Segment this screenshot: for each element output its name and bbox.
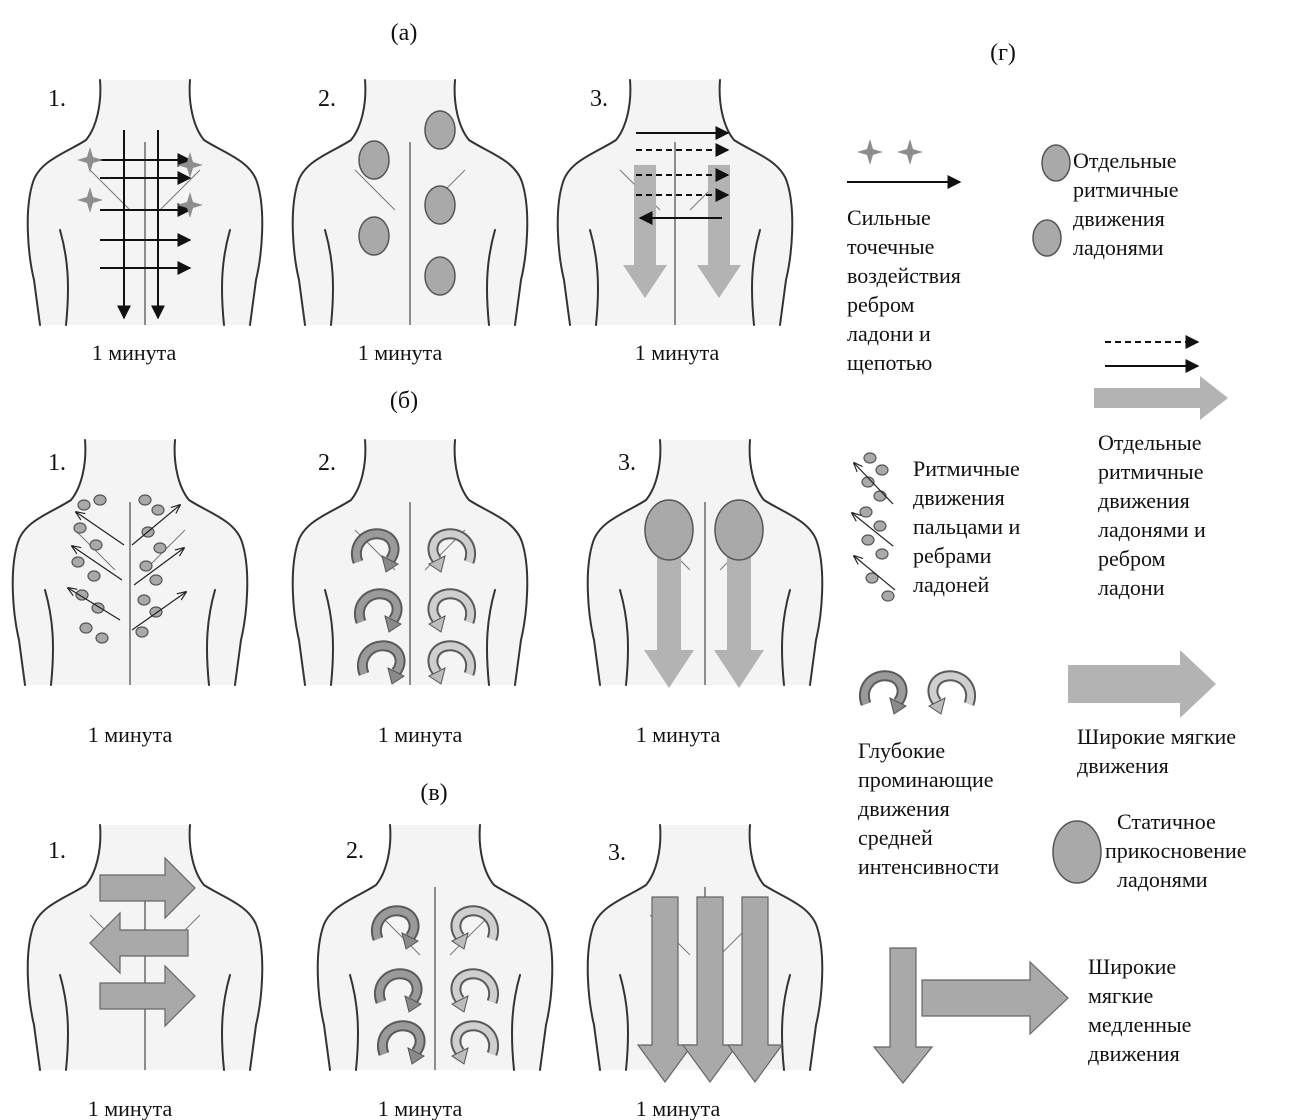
duration-c3: 1 минута [636, 1096, 721, 1120]
legend-rhythmic-fingers: Ритмичные движения пальцами и ребрами ла… [852, 453, 1026, 601]
step-label-c3: 3. [608, 840, 626, 866]
section-d-label: (г) [990, 40, 1016, 66]
step-label-b3: 3. [618, 450, 636, 476]
duration-a3: 1 минута [635, 340, 720, 365]
section-c-label: (в) [420, 780, 447, 806]
duration-b2: 1 минута [378, 722, 463, 747]
duration-b1: 1 минута [88, 722, 173, 747]
legend-static-touch-text: Статичное прикосновение ладонями [1105, 809, 1252, 892]
legend-separate-palms: Отдельные ритмичные движения ладонями [1033, 145, 1184, 260]
step-label-c1: 1. [48, 838, 66, 864]
legend-separate-palms-edge-text: Отдельные ритмичные движения ладонями и … [1098, 430, 1211, 600]
figure-c1: 1. [28, 825, 263, 1070]
legend-broad-slow-text: Широкие мягкие медленные движения [1088, 954, 1197, 1066]
figure-c2: 2. [318, 825, 553, 1070]
legend-rhythmic-fingers-text: Ритмичные движения пальцами и ребрами ла… [913, 456, 1026, 597]
figure-a3: 3. [558, 80, 793, 325]
figure-a1: 1. [28, 80, 263, 325]
section-b-label: (б) [390, 388, 418, 414]
step-label-b2: 2. [318, 450, 336, 476]
legend-strong-point: Сильные точечные воздействия ребром ладо… [847, 139, 966, 375]
figure-b3: 3. [588, 440, 823, 688]
duration-a2: 1 минута [358, 340, 443, 365]
duration-c2: 1 минута [378, 1096, 463, 1120]
figure-c3: 3. [588, 825, 823, 1082]
legend-broad-soft: Широкие мягкие движения [1068, 650, 1241, 778]
legend-static-touch: Статичное прикосновение ладонями [1053, 809, 1252, 892]
legend-separate-palms-text: Отдельные ритмичные движения ладонями [1073, 148, 1184, 260]
legend-strong-point-text: Сильные точечные воздействия ребром ладо… [847, 205, 966, 375]
step-label-a2: 2. [318, 86, 336, 112]
legend-deep-kneading-text: Глубокие проминающие движения средней ин… [858, 738, 999, 879]
legend-broad-soft-text: Широкие мягкие движения [1077, 724, 1241, 778]
step-label-a3: 3. [590, 86, 608, 112]
legend-broad-slow: Широкие мягкие медленные движения [874, 948, 1197, 1083]
step-label-b1: 1. [48, 450, 66, 476]
duration-c1: 1 минута [88, 1096, 173, 1120]
duration-a1: 1 минута [92, 340, 177, 365]
duration-b3: 1 минута [636, 722, 721, 747]
section-a-label: (а) [391, 20, 418, 46]
step-label-c2: 2. [346, 838, 364, 864]
step-label-a1: 1. [48, 86, 66, 112]
figure-b1: 1. [13, 440, 248, 685]
figure-b2: 2. [293, 440, 528, 685]
legend-separate-palms-edge: Отдельные ритмичные движения ладонями и … [1094, 342, 1228, 600]
legend-deep-kneading: Глубокие проминающие движения средней ин… [858, 676, 999, 879]
figure-a2: 2. [293, 80, 528, 325]
